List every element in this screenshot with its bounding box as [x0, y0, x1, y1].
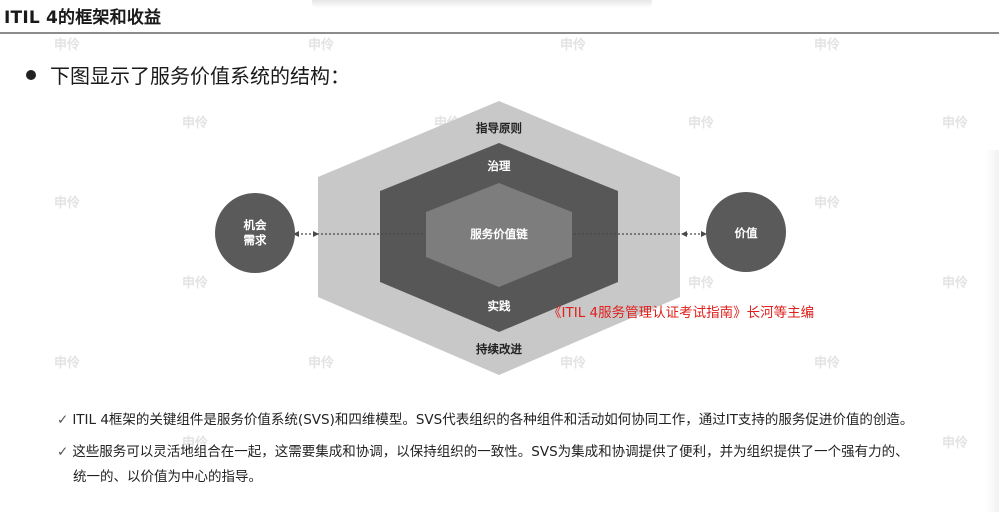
point-2-continuation: 统一的、以价值为中心的指导。 — [73, 469, 262, 485]
input-arrow-head — [293, 231, 299, 237]
bullet-dot-icon — [26, 69, 36, 80]
source-caption: 《ITIL 4服务管理认证考试指南》长河等主编 — [548, 305, 815, 321]
input-arrow-head — [313, 231, 319, 237]
label-continual-improvement: 持续改进 — [476, 342, 522, 356]
header-bar: ITIL 4的框架和收益 — [0, 0, 999, 34]
right-edge-shade — [985, 150, 999, 512]
intro-text: 下图显示了服务价值系统的结构： — [50, 64, 350, 88]
intro-bullet: 下图显示了服务价值系统的结构： — [26, 60, 350, 89]
opportunity-demand-circle — [215, 193, 295, 273]
label-governance: 治理 — [488, 159, 511, 173]
tab-shadow — [312, 0, 652, 8]
point-1: ✓ITIL 4框架的关键组件是服务价值系统(SVS)和四维模型。SVS代表组织的… — [57, 408, 913, 428]
label-opportunity: 机会 — [244, 218, 267, 232]
point-2-text: 这些服务可以灵活地组合在一起，这需要集成和协调，以保持组织的一致性。SVS为集成… — [72, 444, 909, 460]
value-chain-core — [426, 183, 572, 287]
value-circle — [706, 192, 786, 272]
checkmark-icon: ✓ — [57, 412, 69, 428]
output-arrow-head — [701, 231, 707, 237]
point-2: ✓这些服务可以灵活地组合在一起，这需要集成和协调，以保持组织的一致性。SVS为集… — [57, 440, 909, 460]
label-guiding-principles: 指导原则 — [476, 121, 522, 135]
label-value: 价值 — [735, 226, 758, 240]
label-demand: 需求 — [244, 233, 267, 247]
label-practices: 实践 — [488, 299, 511, 313]
page-title: ITIL 4的框架和收益 — [4, 8, 162, 28]
output-arrow-head — [681, 231, 687, 237]
point-1-text: ITIL 4框架的关键组件是服务价值系统(SVS)和四维模型。SVS代表组织的各… — [72, 412, 914, 428]
label-value-chain: 服务价值链 — [470, 227, 528, 241]
checkmark-icon: ✓ — [57, 444, 69, 460]
